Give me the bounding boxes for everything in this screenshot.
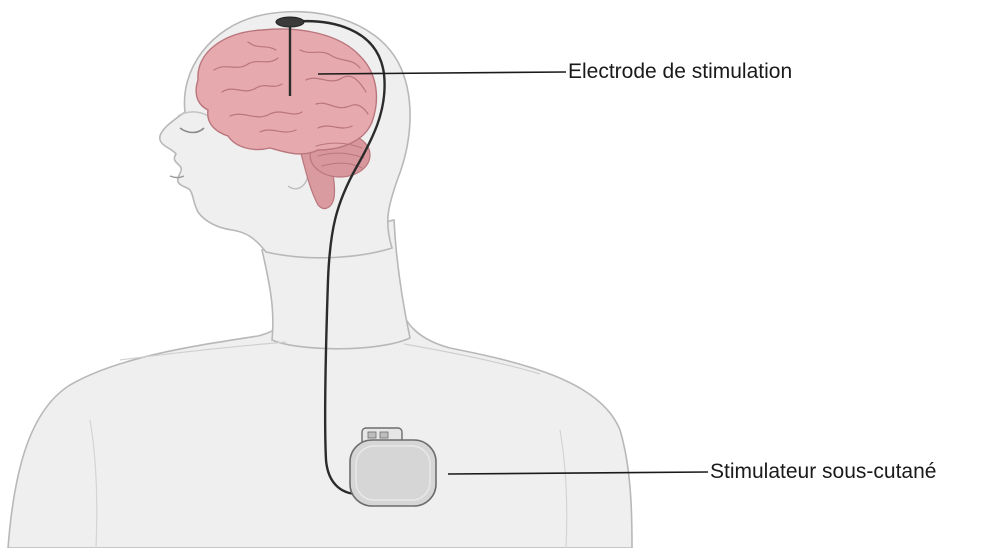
mouth-icon bbox=[170, 176, 184, 178]
electrode-label: Electrode de stimulation bbox=[568, 61, 792, 82]
stimulator-label: Stimulateur sous-cutané bbox=[710, 461, 936, 482]
electrode-cap-icon bbox=[276, 17, 304, 27]
